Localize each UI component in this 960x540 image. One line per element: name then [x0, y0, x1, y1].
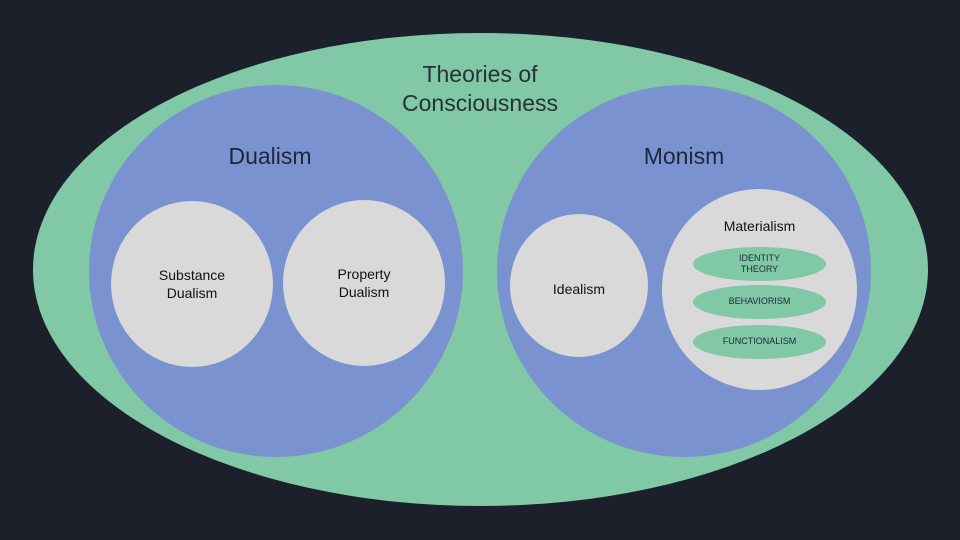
- monism-title: Monism: [643, 143, 725, 169]
- property-dualism-label: Property Dualism: [337, 266, 391, 300]
- property-dualism-node: [283, 200, 445, 366]
- functionalism-node: [693, 325, 826, 359]
- behaviorism-node: [693, 285, 826, 319]
- idealism-node: [510, 214, 648, 357]
- dualism-title: Dualism: [228, 143, 312, 169]
- materialism-label: Materialism: [723, 218, 796, 234]
- substance-dualism-label: Substance Dualism: [158, 267, 226, 301]
- diagram-title: Theories of Consciousness: [402, 61, 558, 116]
- identity-theory-label: IDENTITY THEORY: [738, 253, 780, 274]
- functionalism-label: FUNCTIONALISM: [722, 336, 797, 346]
- identity-theory-node: [693, 247, 826, 281]
- substance-dualism-node: [111, 201, 273, 367]
- idealism-label: Idealism: [552, 281, 606, 297]
- behaviorism-label: BEHAVIORISM: [728, 296, 791, 306]
